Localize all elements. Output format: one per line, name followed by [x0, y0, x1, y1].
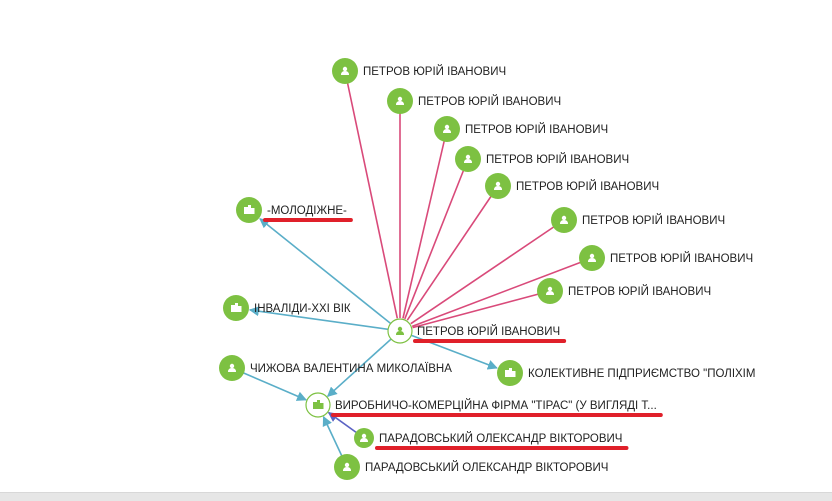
node-label[interactable]: ПЕТРОВ ЮРІЙ ІВАНОВИЧ: [465, 123, 608, 136]
edge-link[interactable]: [231, 367, 307, 401]
edge-ownership[interactable]: [412, 290, 551, 329]
person-icon: [343, 462, 351, 471]
edge-link[interactable]: [259, 218, 401, 332]
graph-node-person[interactable]: ПЕТРОВ ЮРІЙ ІВАНОВИЧ: [387, 88, 561, 114]
graph-node-person[interactable]: ПЕТРОВ ЮРІЙ ІВАНОВИЧ: [485, 173, 659, 199]
edge-ownership[interactable]: [411, 257, 593, 328]
node-label[interactable]: ПЕТРОВ ЮРІЙ ІВАНОВИЧ: [516, 180, 659, 193]
graph-node-person[interactable]: ЧИЖОВА ВАЛЕНТИНА МИКОЛАЇВНА: [219, 355, 452, 381]
graph-node-person[interactable]: ПЕТРОВ ЮРІЙ ІВАНОВИЧ: [332, 58, 506, 84]
edge-ownership[interactable]: [344, 70, 399, 319]
node-label[interactable]: ПЕТРОВ ЮРІЙ ІВАНОВИЧ: [486, 153, 629, 166]
node-label[interactable]: ПЕТРОВ ЮРІЙ ІВАНОВИЧ: [417, 325, 560, 338]
edge-ownership[interactable]: [410, 219, 565, 325]
graph-node-company[interactable]: КОЛЕКТИВНЕ ПІДПРИЄМСТВО "ПОЛІХІМ: [497, 360, 755, 386]
edge-ownership[interactable]: [406, 185, 499, 321]
building-icon: [244, 205, 255, 214]
node-label[interactable]: ПЕТРОВ ЮРІЙ ІВАНОВИЧ: [363, 65, 506, 78]
person-icon: [396, 96, 404, 105]
edge-ownership[interactable]: [404, 158, 469, 320]
person-icon: [396, 326, 404, 335]
person-icon: [464, 154, 472, 163]
graph-node-person[interactable]: ПЕТРОВ ЮРІЙ ІВАНОВИЧ: [551, 207, 725, 233]
graph-node-person[interactable]: ПАРАДОВСЬКИЙ ОЛЕКСАНДР ВІКТОРОВИЧ: [334, 454, 608, 480]
node-label[interactable]: ЧИЖОВА ВАЛЕНТИНА МИКОЛАЇВНА: [250, 363, 452, 375]
person-icon: [341, 66, 349, 75]
graph-node-company[interactable]: ІНВАЛІДИ-XXI ВІК: [223, 295, 351, 321]
person-icon: [588, 253, 596, 262]
graph-node-person[interactable]: ПЕТРОВ ЮРІЙ ІВАНОВИЧ: [579, 245, 753, 271]
node-label[interactable]: ПАРАДОВСЬКИЙ ОЛЕКСАНДР ВІКТОРОВИЧ: [365, 461, 608, 474]
edges-layer: [231, 70, 593, 468]
person-icon: [360, 433, 368, 442]
graph-node-person[interactable]: ПАРАДОВСЬКИЙ ОЛЕКСАНДР ВІКТОРОВИЧ: [354, 428, 622, 448]
node-label[interactable]: ПЕТРОВ ЮРІЙ ІВАНОВИЧ: [568, 285, 711, 298]
bottom-scrollbar[interactable]: [0, 492, 832, 501]
node-label[interactable]: КОЛЕКТИВНЕ ПІДПРИЄМСТВО "ПОЛІХІМ: [528, 368, 755, 380]
person-icon: [443, 124, 451, 133]
graph-node-person[interactable]: ПЕТРОВ ЮРІЙ ІВАНОВИЧ: [387, 318, 560, 344]
edge-link[interactable]: [399, 330, 498, 370]
building-icon: [505, 368, 516, 377]
graph-node-person[interactable]: ПЕТРОВ ЮРІЙ ІВАНОВИЧ: [434, 116, 608, 142]
person-icon: [560, 215, 568, 224]
node-label[interactable]: ВИРОБНИЧО-КОМЕРЦІЙНА ФІРМА "ТІРАС" (У ВИ…: [335, 399, 657, 412]
edge-ownership[interactable]: [402, 128, 448, 319]
highlight-layer: [263, 218, 663, 450]
person-icon: [494, 181, 502, 190]
node-label[interactable]: -МОЛОДІЖНЕ-: [267, 205, 347, 217]
node-label[interactable]: ПЕТРОВ ЮРІЙ ІВАНОВИЧ: [418, 95, 561, 108]
edge-link[interactable]: [248, 306, 401, 332]
graph-node-person[interactable]: ПЕТРОВ ЮРІЙ ІВАНОВИЧ: [537, 278, 711, 304]
node-label[interactable]: ПЕТРОВ ЮРІЙ ІВАНОВИЧ: [582, 214, 725, 227]
nodes-layer: ПЕТРОВ ЮРІЙ ІВАНОВИЧ ПЕТРОВ ЮРІЙ ІВАНОВИЧ…: [219, 58, 755, 480]
node-label[interactable]: ПАРАДОВСЬКИЙ ОЛЕКСАНДР ВІКТОРОВИЧ: [379, 432, 622, 445]
graph-node-company[interactable]: -МОЛОДІЖНЕ-: [236, 197, 347, 223]
person-icon: [546, 286, 554, 295]
graph-node-person[interactable]: ПЕТРОВ ЮРІЙ ІВАНОВИЧ: [455, 146, 629, 172]
graph-node-company[interactable]: ВИРОБНИЧО-КОМЕРЦІЙНА ФІРМА "ТІРАС" (У ВИ…: [305, 392, 657, 418]
edge-link[interactable]: [326, 330, 401, 397]
person-icon: [228, 363, 236, 372]
node-label[interactable]: ІНВАЛІДИ-XXI ВІК: [254, 303, 351, 315]
building-icon: [313, 400, 324, 409]
building-icon: [231, 303, 242, 312]
node-label[interactable]: ПЕТРОВ ЮРІЙ ІВАНОВИЧ: [610, 252, 753, 265]
